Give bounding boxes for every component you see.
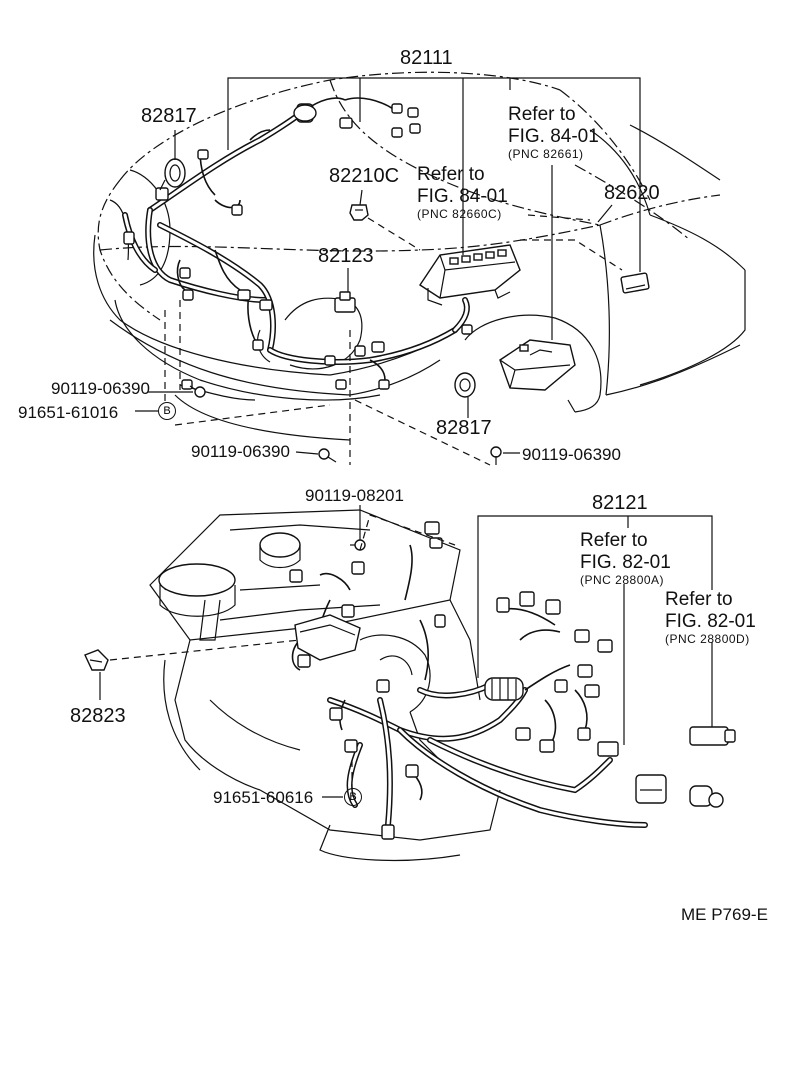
- label-bolt-top: 90119-08201: [305, 486, 404, 505]
- label-left-part: 82823: [70, 705, 126, 727]
- engine-harness: [289, 521, 724, 840]
- connector-82123-icon: [334, 291, 356, 313]
- label-clip-left: 91651-61016: [18, 403, 119, 422]
- label-bolt-left: 90119-06390: [51, 379, 150, 398]
- label-center-part: 82123: [318, 245, 374, 267]
- ref-line1: Refer to: [508, 104, 576, 125]
- ref-line2: FIG. 84-01: [417, 186, 508, 207]
- relay-block-icon: [419, 244, 521, 306]
- ref-line2: FIG. 84-01: [508, 126, 599, 147]
- bolt-right-icon: [490, 446, 502, 465]
- sensor-82823-icon: [84, 649, 109, 671]
- ref-pnc: (PNC 82660C): [417, 207, 502, 221]
- bolt-top-icon: [350, 539, 366, 551]
- label-clip: 91651-60616: [213, 788, 314, 807]
- harness-reference-d: Refer to FIG. 82-01 (PNC 28800D): [665, 589, 756, 645]
- harness-clamp-left-icon: [159, 158, 186, 191]
- junction-block-reference: Refer to FIG. 84-01 (PNC 82661): [508, 104, 599, 160]
- connector-82620-icon: [620, 272, 650, 294]
- label-main-harness: 82111: [400, 47, 453, 69]
- ref-pnc: (PNC 28800D): [665, 632, 750, 646]
- harness-reference-a: Refer to FIG. 82-01 (PNC 28800A): [580, 530, 671, 586]
- clip-left-badge: B: [158, 402, 176, 420]
- harness-clamp-lower-icon: [454, 372, 476, 398]
- label-right-part: 82620: [604, 182, 660, 204]
- bolt-left-icon: [189, 385, 206, 398]
- bolt-center-icon: [318, 448, 337, 463]
- engine-room-harness-upper: [122, 97, 473, 390]
- lower-leader-lines: [99, 505, 713, 798]
- ref-line1: Refer to: [665, 589, 733, 610]
- upper-leader-lines: [135, 77, 641, 466]
- ref-pnc: (PNC 28800A): [580, 573, 665, 587]
- ref-line1: Refer to: [417, 164, 485, 185]
- ref-line1: Refer to: [580, 530, 648, 551]
- label-engine-harness: 82121: [592, 492, 648, 514]
- junction-block-icon: [499, 339, 576, 391]
- engine-outline: [149, 509, 501, 862]
- label-bolt-right: 90119-06390: [522, 445, 621, 464]
- connector-28800d-icon: [689, 726, 736, 746]
- relay-block-reference: Refer to FIG. 84-01 (PNC 82660C): [417, 164, 508, 220]
- ref-line2: FIG. 82-01: [580, 552, 671, 573]
- label-clamp-lower: 82817: [436, 417, 492, 439]
- diagram-code: ME P769-E: [681, 905, 768, 924]
- clip-badge: B: [344, 788, 362, 806]
- ref-line2: FIG. 82-01: [665, 611, 756, 632]
- label-bolt-center: 90119-06390: [191, 442, 290, 461]
- ref-pnc: (PNC 82661): [508, 147, 584, 161]
- label-relay-part: 82210C: [329, 165, 400, 187]
- relay-icon: [349, 204, 369, 221]
- label-clamp-left: 82817: [141, 105, 197, 127]
